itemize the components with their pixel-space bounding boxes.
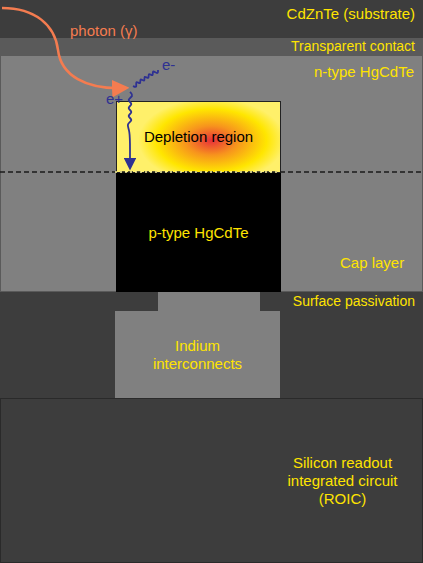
hole-path bbox=[128, 92, 132, 168]
roic-block: Silicon readout integrated circuit (ROIC… bbox=[0, 398, 423, 563]
junction-line bbox=[0, 171, 423, 173]
layer-label: Surface passivation bbox=[293, 293, 415, 310]
layer-label: Indium interconnects bbox=[143, 337, 253, 373]
passivation-left bbox=[0, 292, 158, 311]
electron-path bbox=[133, 70, 158, 87]
layer-label: n-type HgCdTe bbox=[314, 63, 414, 81]
layer-label: Depletion region bbox=[144, 128, 253, 146]
photon-label: photon (γ) bbox=[70, 22, 138, 40]
passivation-band: Surface passivation bbox=[260, 292, 423, 311]
indium-interconnect: Indium interconnects bbox=[115, 311, 280, 398]
junction-dots bbox=[115, 171, 280, 173]
hole-label: e+ bbox=[106, 90, 123, 108]
p-type-region: p-type HgCdTe bbox=[116, 173, 281, 293]
photon-path bbox=[2, 8, 126, 88]
layer-label: CdZnTe (substrate) bbox=[287, 5, 415, 23]
layer-label: Silicon readout integrated circuit (ROIC… bbox=[275, 454, 410, 508]
indium-top bbox=[158, 292, 260, 311]
electron-label: e- bbox=[162, 56, 175, 74]
depletion-region: Depletion region bbox=[116, 101, 281, 173]
layer-label: Transparent contact bbox=[291, 38, 415, 55]
layer-label: p-type HgCdTe bbox=[148, 224, 248, 242]
substrate-layer: CdZnTe (substrate) bbox=[0, 0, 423, 38]
contact-layer: Transparent contact bbox=[0, 38, 423, 55]
cap-layer-label: Cap layer bbox=[340, 254, 404, 272]
